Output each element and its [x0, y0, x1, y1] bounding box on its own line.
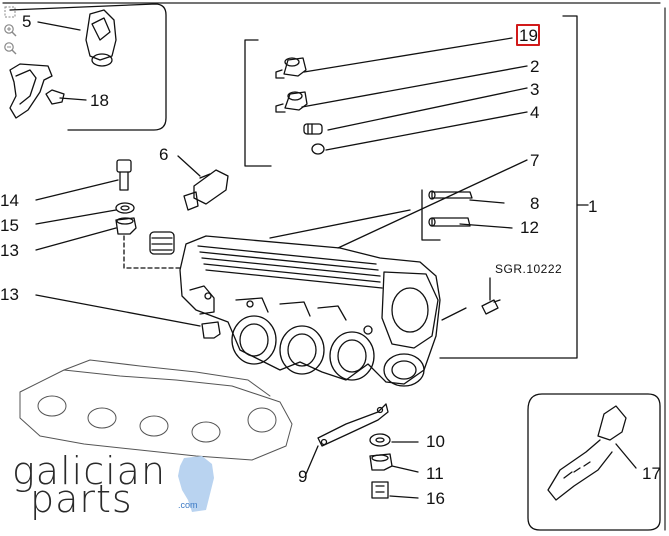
callout-15[interactable]: 15 — [0, 216, 19, 235]
callout-17[interactable]: 17 — [642, 464, 661, 483]
callout-14[interactable]: 14 — [0, 191, 19, 210]
callout-19[interactable]: 19 — [519, 26, 538, 45]
part-10-washer — [369, 433, 419, 447]
diagram-frame — [2, 2, 666, 531]
part-13-nut — [35, 217, 137, 251]
callout-4[interactable]: 4 — [530, 103, 539, 122]
part-17-bracket-clip — [547, 405, 637, 501]
part-11-nut — [369, 453, 419, 473]
detail-frame-bottom-right — [527, 393, 661, 531]
callout-labels: 5 18 6 14 15 13 13 19 2 3 4 7 1 8 12 SGR… — [0, 12, 661, 508]
callout-11[interactable]: 11 — [426, 464, 444, 483]
callout-5[interactable]: 5 — [22, 12, 31, 31]
callout-16[interactable]: 16 — [426, 489, 445, 508]
galicia-map-icon — [178, 456, 214, 512]
part-13-nut-lower — [35, 294, 221, 339]
threaded-plug — [149, 231, 175, 255]
zoom-out-icon[interactable] — [3, 41, 17, 55]
part-6-sensor — [177, 155, 229, 211]
intake-manifold — [179, 235, 467, 387]
detail-frame-top-left — [9, 3, 167, 131]
bracket-2-7 — [244, 39, 272, 167]
part-9-bracket — [305, 403, 389, 475]
callout-10[interactable]: 10 — [426, 432, 445, 451]
part-16-bolt — [371, 481, 419, 499]
callout-2[interactable]: 2 — [530, 57, 539, 76]
callout-13[interactable]: 13 — [0, 241, 19, 260]
callout-1[interactable]: 1 — [588, 197, 597, 216]
callout-7[interactable]: 7 — [530, 151, 539, 170]
callout-18[interactable]: 18 — [90, 91, 109, 110]
exhaust-gasket — [19, 359, 293, 461]
callout-12[interactable]: 12 — [520, 218, 539, 237]
part-18-clamp — [9, 63, 87, 119]
part-14-bolt — [35, 159, 132, 201]
part-2-elbow-fitting — [275, 91, 308, 113]
callout-3[interactable]: 3 — [530, 80, 539, 99]
logo-text-line1: galician — [12, 449, 167, 493]
part-4-cap — [311, 143, 325, 155]
part-3-screw — [303, 123, 323, 135]
part-12-pin — [428, 217, 471, 227]
bracket-1 — [439, 15, 578, 359]
part-19-elbow-fitting — [275, 57, 307, 79]
bracket-8-12 — [421, 189, 441, 241]
highlight-box-19 — [516, 24, 540, 46]
part-5-clip — [37, 9, 117, 67]
part-sgr-screw — [481, 299, 501, 315]
select-frame-icon[interactable] — [3, 5, 17, 19]
viewer-toolbar — [3, 5, 19, 59]
callout-9[interactable]: 9 — [298, 467, 307, 486]
part-8-pin — [428, 190, 473, 200]
zoom-in-icon[interactable] — [3, 23, 17, 37]
callout-8[interactable]: 8 — [530, 194, 539, 213]
part-15-washer — [35, 202, 135, 225]
logo-domain: .com — [178, 500, 198, 510]
reference-code[interactable]: SGR.10222 — [495, 262, 562, 276]
galicianparts-logo: galician parts .com — [12, 449, 214, 522]
callout-6[interactable]: 6 — [159, 145, 168, 164]
callout-13-lower[interactable]: 13 — [0, 285, 19, 304]
logo-text-line2: parts — [30, 477, 133, 521]
